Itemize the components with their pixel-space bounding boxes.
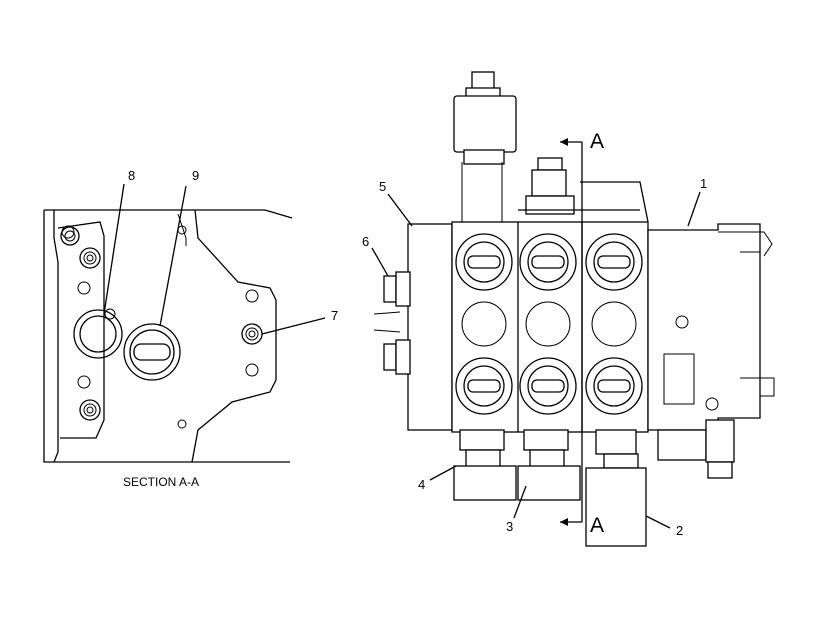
leader-7 [261,317,326,335]
leader-3 [513,485,527,519]
plug-9-icon [123,323,181,381]
end-plate-5 [407,223,453,431]
valve-assembly-view [373,71,775,547]
callout-1: 1 [700,176,707,191]
leader-4 [429,465,457,481]
plug-boss-upper-icon [60,226,101,269]
section-mark-bottom: A [590,514,604,537]
section-caption: SECTION A-A [123,475,199,489]
section-a-a-view [43,183,326,463]
inlet-section-1 [647,223,761,431]
callout-5: 5 [379,179,386,194]
valve-body [451,221,649,433]
plug-8-icon [73,309,123,359]
callout-3: 3 [506,519,513,534]
spool-cap-icon [455,233,643,415]
callout-4: 4 [418,477,425,492]
leader-8 [103,183,125,315]
leader-2 [645,515,671,529]
leader-9 [159,185,187,327]
callout-8: 8 [128,168,135,183]
plug-boss-lower-icon [79,399,101,421]
solenoid-top-icon [453,71,517,222]
leader-6 [371,247,389,277]
callout-2: 2 [676,523,683,538]
solenoid-2-icon [585,429,647,547]
callout-9: 9 [192,168,199,183]
connector-bottom-icon [453,429,581,501]
leader-5 [387,193,413,227]
port-7-icon [241,323,263,345]
fitting-top-icon [525,157,575,215]
callout-7: 7 [331,308,338,323]
section-cut-line [560,138,583,526]
leader-1 [687,191,701,227]
section-mark-top: A [590,130,604,153]
callout-6: 6 [362,234,369,249]
fitting-1-bottom-icon [657,419,735,479]
stud-6-icon [373,271,411,375]
